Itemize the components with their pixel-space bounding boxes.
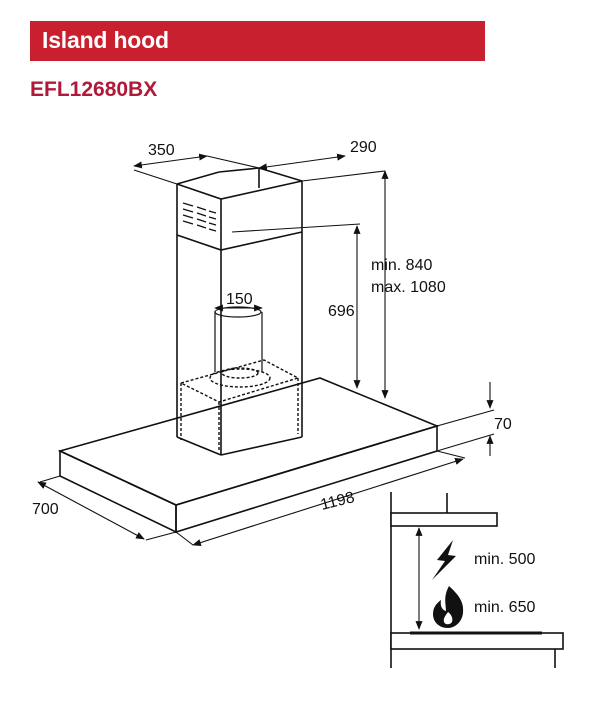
dim-290 bbox=[258, 153, 386, 182]
dim-700 bbox=[37, 475, 177, 541]
flame-icon bbox=[433, 586, 464, 628]
canopy-outline bbox=[57, 377, 440, 534]
label-min-500: min. 500 bbox=[474, 551, 535, 568]
title-bar: Island hood bbox=[30, 21, 485, 61]
lightning-icon bbox=[432, 540, 456, 580]
motor-housing bbox=[179, 359, 300, 450]
dim-1198 bbox=[175, 450, 466, 546]
label-70: 70 bbox=[494, 416, 512, 433]
label-min-650: min. 650 bbox=[474, 599, 535, 616]
model-number: EFL12680BX bbox=[30, 78, 158, 101]
label-350: 350 bbox=[148, 142, 175, 159]
label-min-840: min. 840 bbox=[371, 257, 432, 274]
label-max-1080: max. 1080 bbox=[371, 279, 446, 296]
page-title: Island hood bbox=[42, 27, 169, 53]
label-700: 700 bbox=[32, 501, 59, 518]
vent-grille bbox=[182, 202, 217, 232]
dim-350 bbox=[133, 153, 260, 185]
dim-70 bbox=[436, 382, 495, 456]
label-696: 696 bbox=[328, 303, 355, 320]
label-1198: 1198 bbox=[319, 489, 357, 514]
dim-696 bbox=[231, 223, 361, 389]
clearance-inset bbox=[390, 492, 564, 668]
label-290: 290 bbox=[350, 139, 377, 156]
chimney-outline bbox=[176, 167, 303, 456]
label-150: 150 bbox=[226, 291, 253, 308]
